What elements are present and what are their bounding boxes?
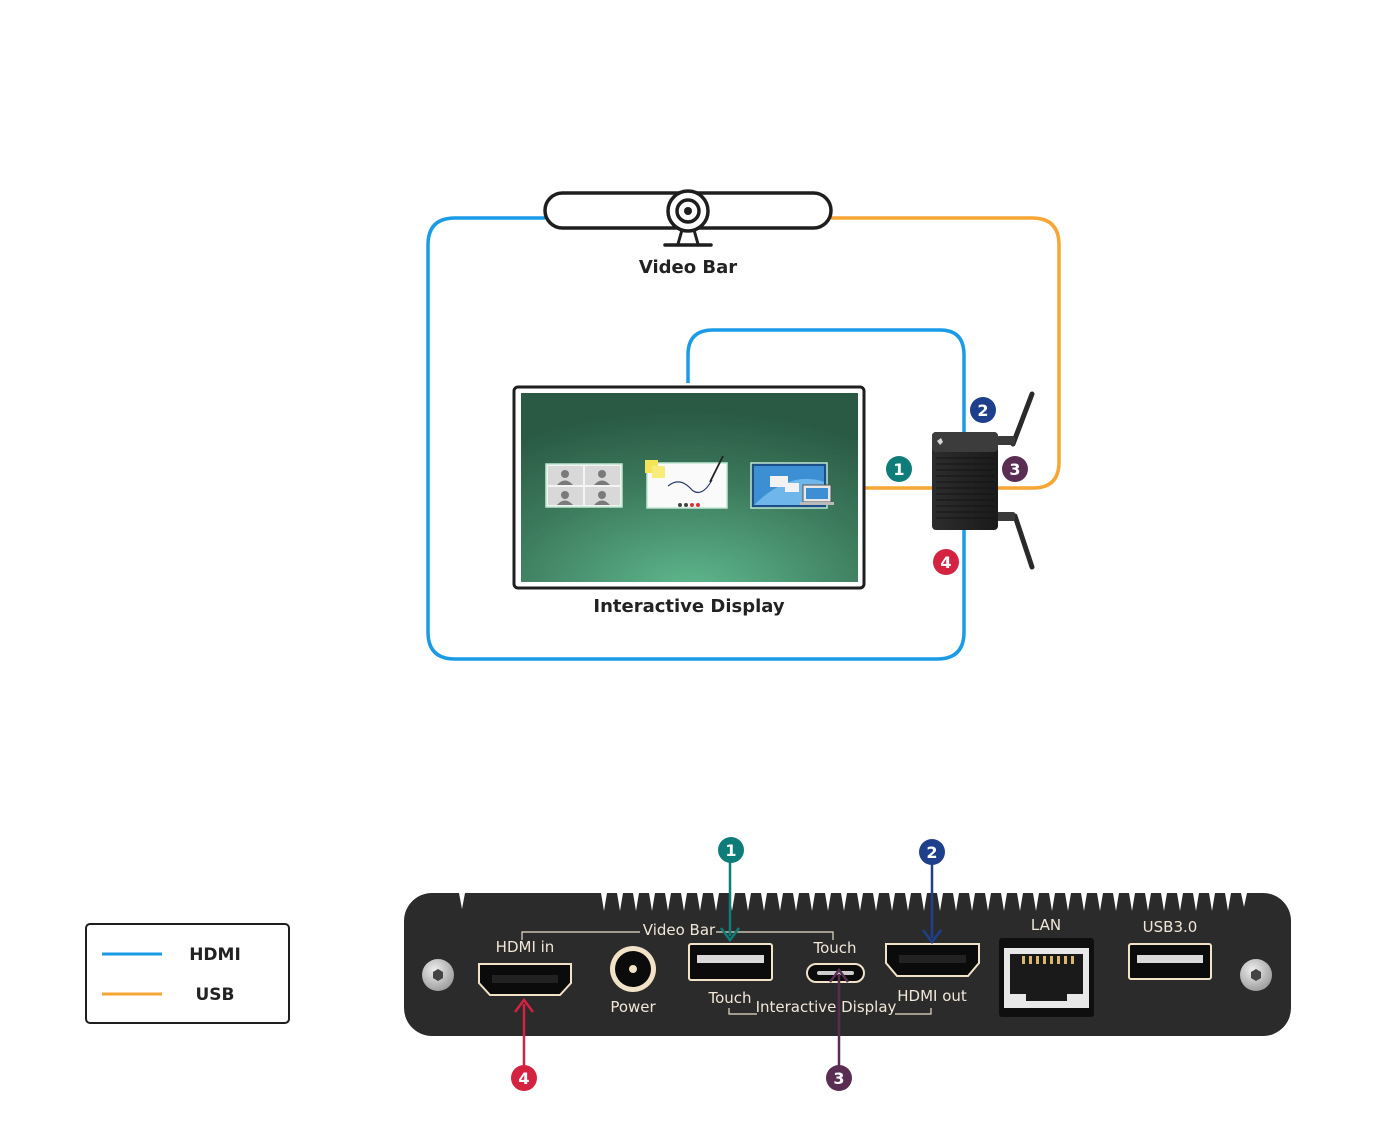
hdmi-cable-video-bar	[426, 216, 966, 661]
power-label: Power	[610, 998, 656, 1016]
hdmi-out-label: HDMI out	[897, 987, 967, 1005]
hdmi-in-port[interactable]	[478, 963, 572, 996]
badge-1-top: 1	[886, 456, 912, 482]
badge-1-bottom: 1	[718, 837, 744, 863]
svg-text:2: 2	[977, 401, 988, 420]
legend: HDMI USB	[85, 923, 290, 1024]
svg-text:4: 4	[518, 1069, 529, 1088]
power-port[interactable]	[610, 946, 656, 992]
port-group-brackets	[521, 931, 932, 1015]
interactive-display-port-group-label: Interactive Display	[756, 998, 897, 1016]
svg-text:1: 1	[725, 841, 736, 860]
interactive-display: Interactive Display	[512, 385, 866, 617]
touch-usb-port[interactable]	[688, 943, 773, 981]
brand-logo-icon	[937, 438, 943, 445]
video-call-grid-icon	[545, 463, 623, 508]
video-bar-label: Video Bar	[639, 257, 737, 278]
interactive-display-label: Interactive Display	[593, 596, 784, 617]
touch-usbc-label: Touch	[812, 939, 856, 957]
screw-icon	[422, 959, 454, 991]
device-box	[932, 391, 1035, 570]
screen-share-icon	[750, 462, 834, 509]
svg-text:3: 3	[833, 1069, 844, 1088]
callout-arrows	[514, 862, 942, 1066]
usb3-port[interactable]	[1128, 943, 1212, 980]
svg-text:1: 1	[893, 460, 904, 479]
lan-label: LAN	[1031, 916, 1061, 934]
video-bar: Video Bar	[543, 189, 833, 278]
legend-usb-label: USB	[195, 985, 234, 1005]
badge-4-bottom: 4	[511, 1065, 537, 1091]
touch-usb-label: Touch	[707, 989, 751, 1007]
screw-icon	[1240, 959, 1272, 991]
badge-3-bottom: 3	[826, 1065, 852, 1091]
badge-3-top: 3	[1002, 456, 1028, 482]
antenna-icon	[997, 512, 1035, 570]
badge-4-top: 4	[933, 549, 959, 575]
svg-text:3: 3	[1009, 460, 1020, 479]
badge-2-bottom: 2	[919, 839, 945, 865]
legend-hdmi-label: HDMI	[189, 945, 241, 965]
hdmi-out-port[interactable]	[885, 943, 980, 977]
antenna-icon	[997, 391, 1035, 447]
usb-cable-video-bar	[831, 216, 1061, 490]
svg-text:4: 4	[940, 553, 951, 572]
lan-port[interactable]	[999, 938, 1094, 1017]
badge-2-top: 2	[970, 397, 996, 423]
heatsink-fins	[459, 893, 1247, 911]
svg-text:2: 2	[926, 843, 937, 862]
cables	[426, 216, 1061, 661]
hdmi-cable-display	[686, 328, 966, 432]
video-bar-port-group-label: Video Bar	[643, 921, 716, 939]
whiteboard-icon	[645, 455, 728, 509]
hdmi-in-label: HDMI in	[496, 938, 555, 956]
usb3-label: USB3.0	[1143, 918, 1198, 936]
rear-panel: HDMI in Power Video Bar Touch Touch Inte…	[404, 893, 1291, 1036]
